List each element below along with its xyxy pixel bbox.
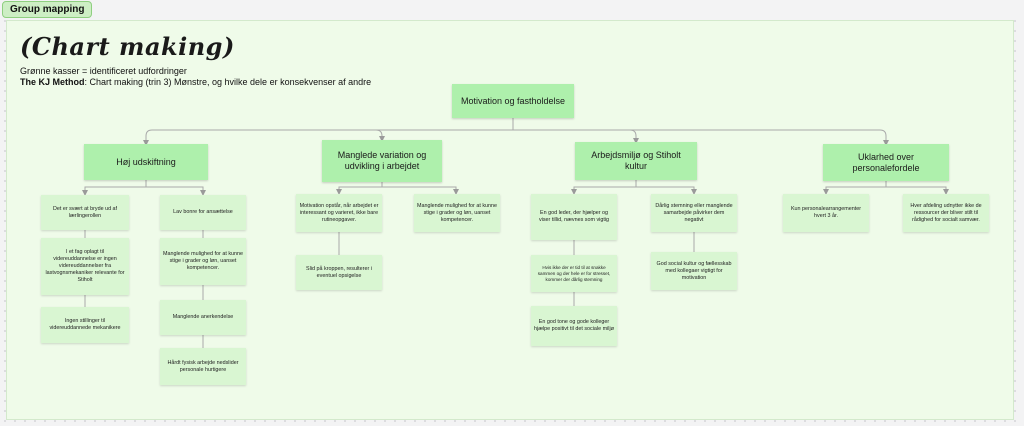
sticky-note[interactable]: Kun personalearrangementer hvert 3 år. — [783, 194, 869, 232]
sticky-note[interactable]: Manglende mulighed for at kunne stige i … — [160, 238, 246, 285]
connector-root-to-cat3 — [513, 129, 639, 144]
legend-text: Grønne kasser = identificeret udfordring… — [20, 66, 187, 76]
root-node[interactable]: Motivation og fastholdelse — [452, 84, 574, 118]
category-manglede-variation[interactable]: Manglede variation og udvikling i arbejd… — [322, 140, 442, 182]
connector-cat4-left — [823, 181, 887, 195]
sticky-note[interactable]: Ingen stillinger til videreuddannede mek… — [41, 307, 129, 343]
category-hoej-udskiftning[interactable]: Høj udskiftning — [84, 144, 208, 180]
board-title: (Chart making) — [20, 32, 235, 61]
category-arbejdsmiljoe[interactable]: Arbejdsmiljø og Stiholt kultur — [575, 142, 697, 180]
connector-cat3-right — [636, 186, 697, 195]
sticky-note[interactable]: Det er svært at bryde ud af lærlingeroll… — [41, 195, 129, 230]
connector-cat1-right — [146, 186, 206, 196]
sticky-note[interactable]: God social kultur og fællesskab med koll… — [651, 252, 737, 290]
category-uklarhed[interactable]: Uklarhed over personalefordele — [823, 144, 949, 181]
connector-cat1-left — [82, 180, 147, 196]
connector-cat2-left — [336, 182, 383, 195]
sticky-note[interactable]: Dårlig stemning eller manglende samarbej… — [651, 194, 737, 232]
connector-root-to-cat2 — [375, 129, 513, 142]
connector-cat3-left — [571, 180, 637, 195]
sticky-note[interactable]: Motivation opstår, når arbejdet er inter… — [296, 194, 382, 232]
sticky-note[interactable]: I et fag oplagt til videreuddannelse er … — [41, 238, 129, 295]
sticky-note[interactable]: Lav bonre for ansættelse — [160, 195, 246, 230]
method-label: The KJ Method — [20, 77, 85, 87]
connector-root-to-cat1 — [143, 129, 513, 146]
method-text: The KJ Method: Chart making (trin 3) Møn… — [20, 77, 371, 88]
sticky-note[interactable]: Manglende anerkendelse — [160, 300, 246, 335]
connector-cat2-right — [382, 186, 459, 195]
connector-root-to-cat4 — [513, 129, 889, 146]
connector-cat4-right — [886, 186, 949, 195]
sticky-note[interactable]: Slid på kroppen, resulterer i eventuel o… — [296, 255, 382, 290]
sticky-note[interactable]: Hver afdeling udnytter ikke de ressource… — [903, 194, 989, 232]
method-description: : Chart making (trin 3) Mønstre, og hvil… — [84, 77, 372, 87]
sticky-note[interactable]: En god leder, der hjælper og viser tilli… — [531, 194, 617, 240]
sticky-note[interactable]: En god tone og gode kolleger hjælpe posi… — [531, 306, 617, 346]
sticky-note[interactable]: Hårdt fysisk arbejde nedslider personale… — [160, 348, 246, 385]
sticky-note[interactable]: Hvis ikke der er tid til at snakke samme… — [531, 255, 617, 292]
sticky-note[interactable]: Manglende mulighed for at kunne stige i … — [414, 194, 500, 232]
